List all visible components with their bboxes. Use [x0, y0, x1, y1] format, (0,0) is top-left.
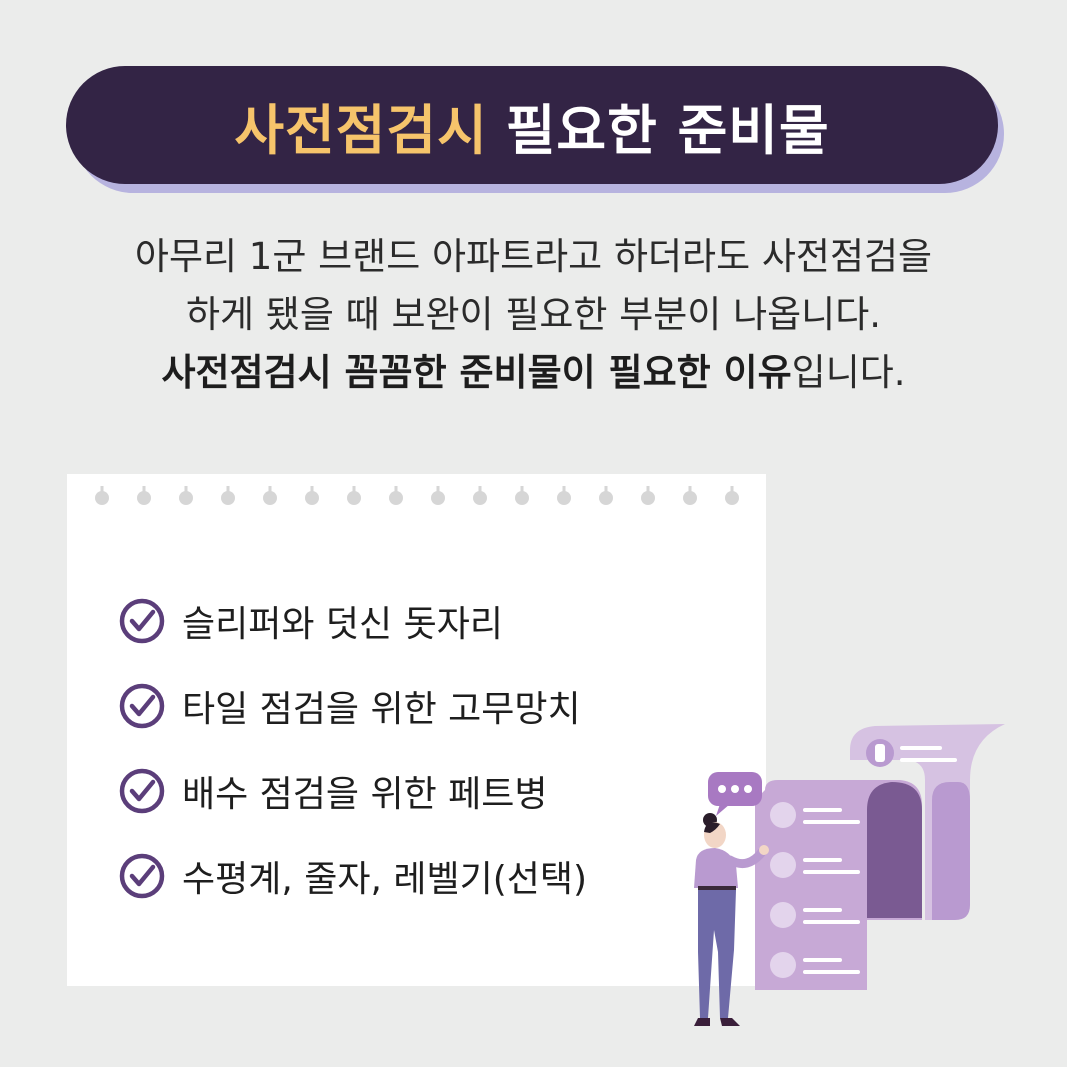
intro-line-3-bold: 사전점검시 꼼꼼한 준비물이 필요한 이유 — [161, 351, 792, 394]
list-item: 슬리퍼와 덧신 돗자리 — [118, 592, 678, 650]
intro-line-1: 아무리 1군 브랜드 아파트라고 하더라도 사전점검을 — [134, 235, 933, 278]
mat-icon — [770, 902, 796, 928]
check-circle-icon — [119, 768, 165, 814]
checklist: 슬리퍼와 덧신 돗자리 타일 점검을 위한 고무망치 배수 점검을 위한 페트병… — [118, 592, 678, 932]
title-highlight: 사전점검시 — [234, 98, 488, 162]
list-item-label: 배수 점검을 위한 페트병 — [182, 774, 548, 815]
hammer-icon — [770, 852, 796, 878]
slippers-icon — [770, 802, 796, 828]
intro-line-3: 사전점검시 꼼꼼한 준비물이 필요한 이유입니다. — [0, 344, 1067, 402]
woman-figure — [694, 813, 769, 1026]
list-item: 수평계, 줄자, 레벨기(선택) — [118, 847, 678, 905]
speech-bubble-icon — [708, 772, 762, 816]
notepad-binding-rings — [95, 486, 739, 505]
checklist-illustration — [694, 724, 1005, 1026]
title-banner: 사전점검시 필요한 준비물 — [66, 66, 998, 184]
notepad — [67, 474, 766, 986]
intro-line-2: 하게 됐을 때 보완이 필요한 부분이 나옵니다. — [185, 293, 882, 336]
list-item-label: 수평계, 줄자, 레벨기(선택) — [182, 859, 588, 900]
list-item-label: 슬리퍼와 덧신 돗자리 — [182, 604, 503, 645]
check-circle-icon — [119, 598, 165, 644]
list-item-label: 타일 점검을 위한 고무망치 — [182, 689, 581, 730]
back-scroll — [850, 724, 1005, 920]
front-scroll — [755, 780, 922, 990]
level-icon — [770, 952, 796, 978]
intro-text: 아무리 1군 브랜드 아파트라고 하더라도 사전점검을 하게 됐을 때 보완이 … — [0, 228, 1067, 402]
check-circle-icon — [119, 683, 165, 729]
check-circle-icon — [119, 853, 165, 899]
list-item: 타일 점검을 위한 고무망치 — [118, 677, 678, 735]
bottle-icon — [875, 744, 885, 762]
title-rest: 필요한 준비물 — [505, 98, 830, 162]
list-item: 배수 점검을 위한 페트병 — [118, 762, 678, 820]
intro-line-3-rest: 입니다. — [791, 351, 906, 394]
